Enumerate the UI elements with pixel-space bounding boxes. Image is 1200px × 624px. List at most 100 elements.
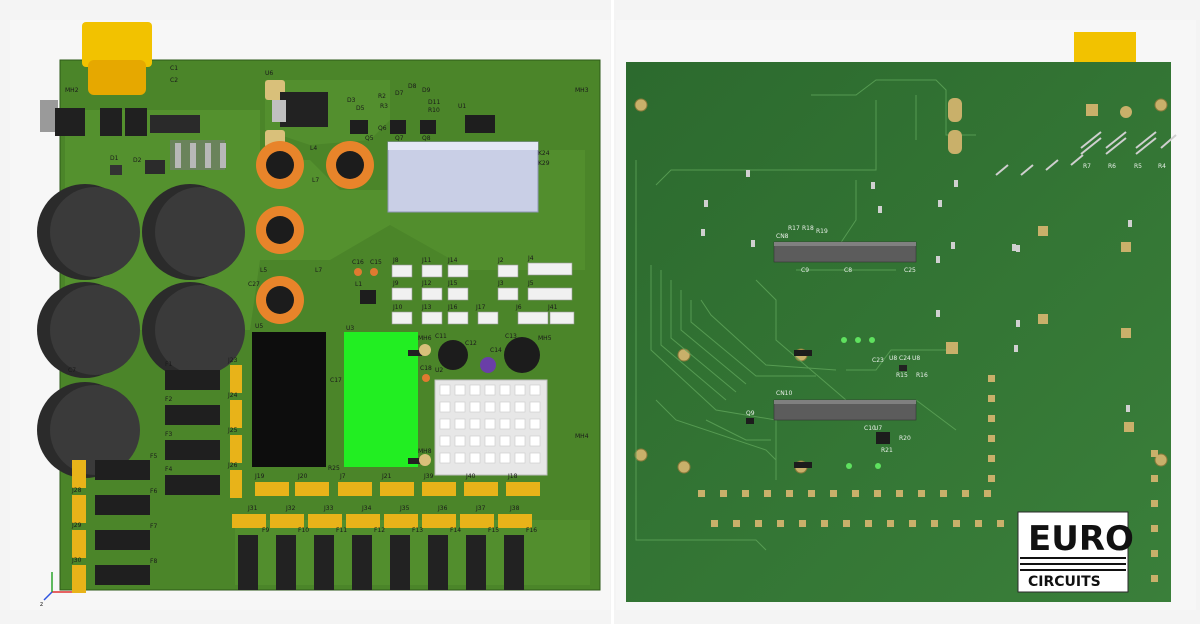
label-j25: J25 (227, 427, 238, 434)
label-j8: J8 (392, 257, 399, 264)
fuses-left (165, 370, 220, 495)
green-leds (841, 337, 881, 469)
label-q9: Q9 (746, 410, 755, 417)
label-j4: J4 (527, 255, 534, 262)
label-j2: J2 (497, 257, 504, 264)
label-r16: R16 (916, 372, 928, 379)
label-c11: C11 (435, 333, 447, 340)
white-connectors (391, 262, 575, 325)
dc-jack-bottom (1074, 32, 1136, 62)
label-c24: C24 (899, 355, 911, 362)
label-d8: D8 (408, 83, 417, 90)
label-mh6: MH6 (418, 335, 432, 342)
green-relay (344, 332, 418, 467)
label-u8a: U8 (889, 355, 897, 362)
label-c27: C27 (248, 281, 260, 288)
label-u3: U3 (346, 325, 354, 332)
label-f3: F3 (165, 431, 172, 438)
label-q6: Q6 (378, 125, 387, 132)
label-f2: F2 (165, 396, 172, 403)
label-f4: F4 (165, 466, 172, 473)
label-mh4: MH4 (575, 433, 589, 440)
label-j41: J41 (547, 304, 558, 311)
label-cn8: CN8 (776, 233, 789, 240)
label-c1: C1 (170, 65, 178, 72)
label-r4: R4 (1158, 163, 1166, 170)
label-mh3: MH3 (575, 87, 589, 94)
header-cn10 (773, 399, 917, 421)
label-r15: R15 (896, 372, 908, 379)
label-c7: C7 (68, 367, 76, 374)
label-r25: R25 (328, 465, 340, 472)
label-f1: F1 (165, 361, 172, 368)
label-c23: C23 (872, 357, 884, 364)
label-c18: C18 (420, 365, 432, 372)
pcb-top-view: MH2 MH3 C1 C2 D1 D2 C7 (37, 22, 601, 608)
label-mh2: MH2 (65, 87, 79, 94)
pcb-bottom-view-panel: R7 R6 R5 R4 (616, 20, 1196, 610)
label-j11: J11 (421, 257, 432, 264)
connectors-left-edge (72, 460, 86, 593)
relay-block (387, 141, 539, 213)
heatsink (434, 379, 548, 476)
resistor-leads (995, 131, 1177, 176)
label-j33: J33 (323, 505, 334, 512)
label-j15: J15 (447, 280, 458, 287)
label-c17: C17 (330, 377, 342, 384)
label-d11: D11 (428, 99, 440, 106)
label-j29: J29 (71, 522, 82, 529)
label-j31: J31 (247, 505, 258, 512)
label-r17: R17 (788, 225, 800, 232)
big-capacitors (37, 184, 245, 478)
label-d5: D5 (356, 105, 365, 112)
cap-c14 (480, 357, 496, 373)
label-l1: L1 (355, 281, 362, 288)
label-c14: C14 (490, 347, 502, 354)
label-q8: Q8 (422, 135, 431, 142)
label-j30: J30 (71, 557, 82, 564)
label-c15: C15 (370, 259, 382, 266)
label-mh5: MH5 (538, 335, 552, 342)
label-f16: F16 (526, 527, 537, 534)
label-c16: C16 (352, 259, 364, 266)
label-f8: F8 (150, 558, 157, 565)
label-f11: F11 (336, 527, 347, 534)
label-j5: J5 (527, 280, 534, 287)
connectors-row-upper (255, 482, 540, 496)
fuses-lower-left (95, 460, 150, 585)
label-j28: J28 (71, 487, 82, 494)
label-u2: U2 (435, 367, 443, 374)
panel-divider (611, 0, 614, 624)
label-u5: U5 (255, 323, 263, 330)
label-c2: C2 (170, 77, 178, 84)
label-j3: J3 (497, 280, 504, 287)
label-j23: J23 (227, 357, 238, 364)
label-mh8: MH8 (418, 448, 432, 455)
label-f9: F9 (262, 527, 269, 534)
copper-traces (635, 79, 976, 551)
eurocircuits-logo: EURO CIRCUITS (1017, 511, 1134, 593)
label-c8: C8 (844, 267, 852, 274)
dc-jack-body (88, 60, 146, 95)
mounting-holes-bottom (634, 98, 1168, 474)
label-f15: F15 (488, 527, 499, 534)
header-cn8 (773, 241, 917, 263)
label-k29: K29 (538, 160, 550, 167)
label-c10: C10 (864, 425, 876, 432)
orange-capacitors (256, 141, 374, 324)
label-l7: L7 (312, 177, 319, 184)
label-j12: J12 (421, 280, 432, 287)
axis-triad: z (40, 572, 72, 608)
label-j38: J38 (509, 505, 520, 512)
l1-inductor (360, 290, 376, 304)
label-r10: R10 (428, 107, 440, 114)
label-r21: R21 (881, 447, 893, 454)
label-r2: R2 (378, 93, 386, 100)
black-relay (252, 332, 326, 467)
label-f6: F6 (150, 488, 157, 495)
cap-c11 (438, 340, 468, 370)
label-j36: J36 (437, 505, 448, 512)
label-j40: J40 (465, 473, 476, 480)
connectors-j23-j26 (230, 365, 242, 498)
